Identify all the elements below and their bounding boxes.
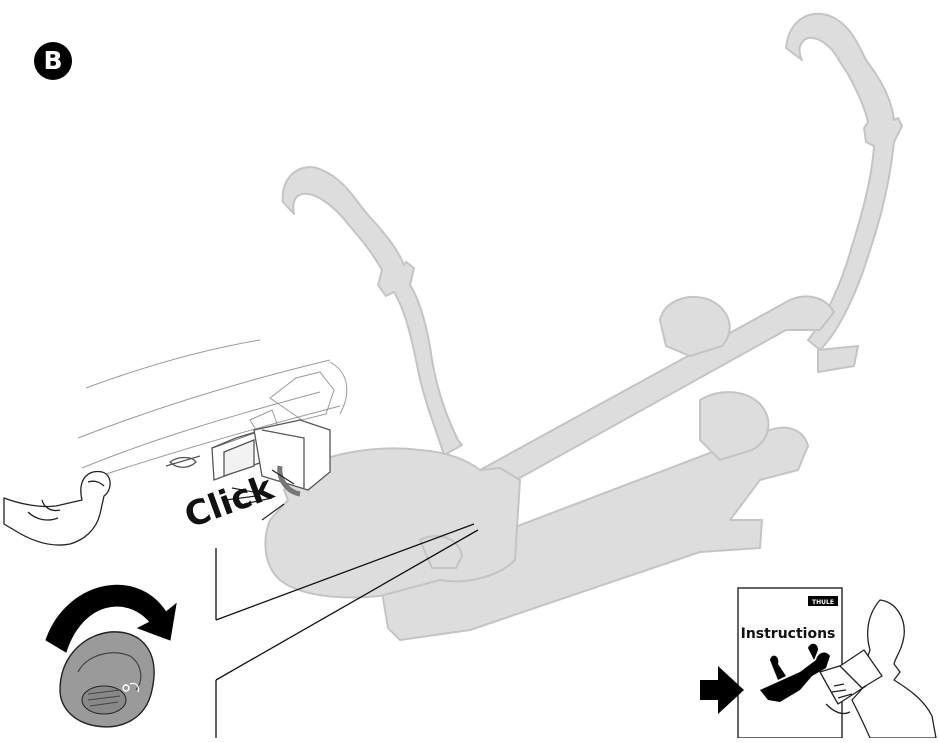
callout-lines	[215, 523, 479, 738]
right-wheel-arm	[785, 12, 903, 351]
rotate-arrow-icon	[45, 584, 177, 653]
instructions-manual: THULE Instructions	[700, 587, 843, 739]
wheel-cradle-upper	[659, 295, 731, 357]
click-impact-lines	[225, 469, 295, 521]
click-sound-label: Click	[179, 467, 280, 536]
arm-pushing	[3, 470, 111, 546]
pointer-arrow-icon	[700, 666, 744, 714]
lock-knob-detail	[45, 584, 177, 728]
brand-plate	[808, 596, 838, 606]
hitch-receiver	[165, 419, 331, 497]
left-wheel-arm	[281, 166, 463, 456]
manual-title: Instructions	[741, 626, 836, 642]
hitch-pin	[169, 456, 197, 468]
step-badge: B	[34, 42, 72, 80]
manual-rack-silhouette-icon	[760, 643, 830, 702]
lower-tray	[379, 426, 809, 641]
hand-icon	[3, 470, 111, 546]
upper-tray	[479, 295, 835, 501]
wheel-cradle-right	[699, 391, 770, 461]
bike-rack	[264, 12, 903, 641]
person-reading-icon	[819, 599, 937, 739]
end-plate	[817, 345, 859, 373]
brand-label: THULE	[812, 599, 834, 606]
